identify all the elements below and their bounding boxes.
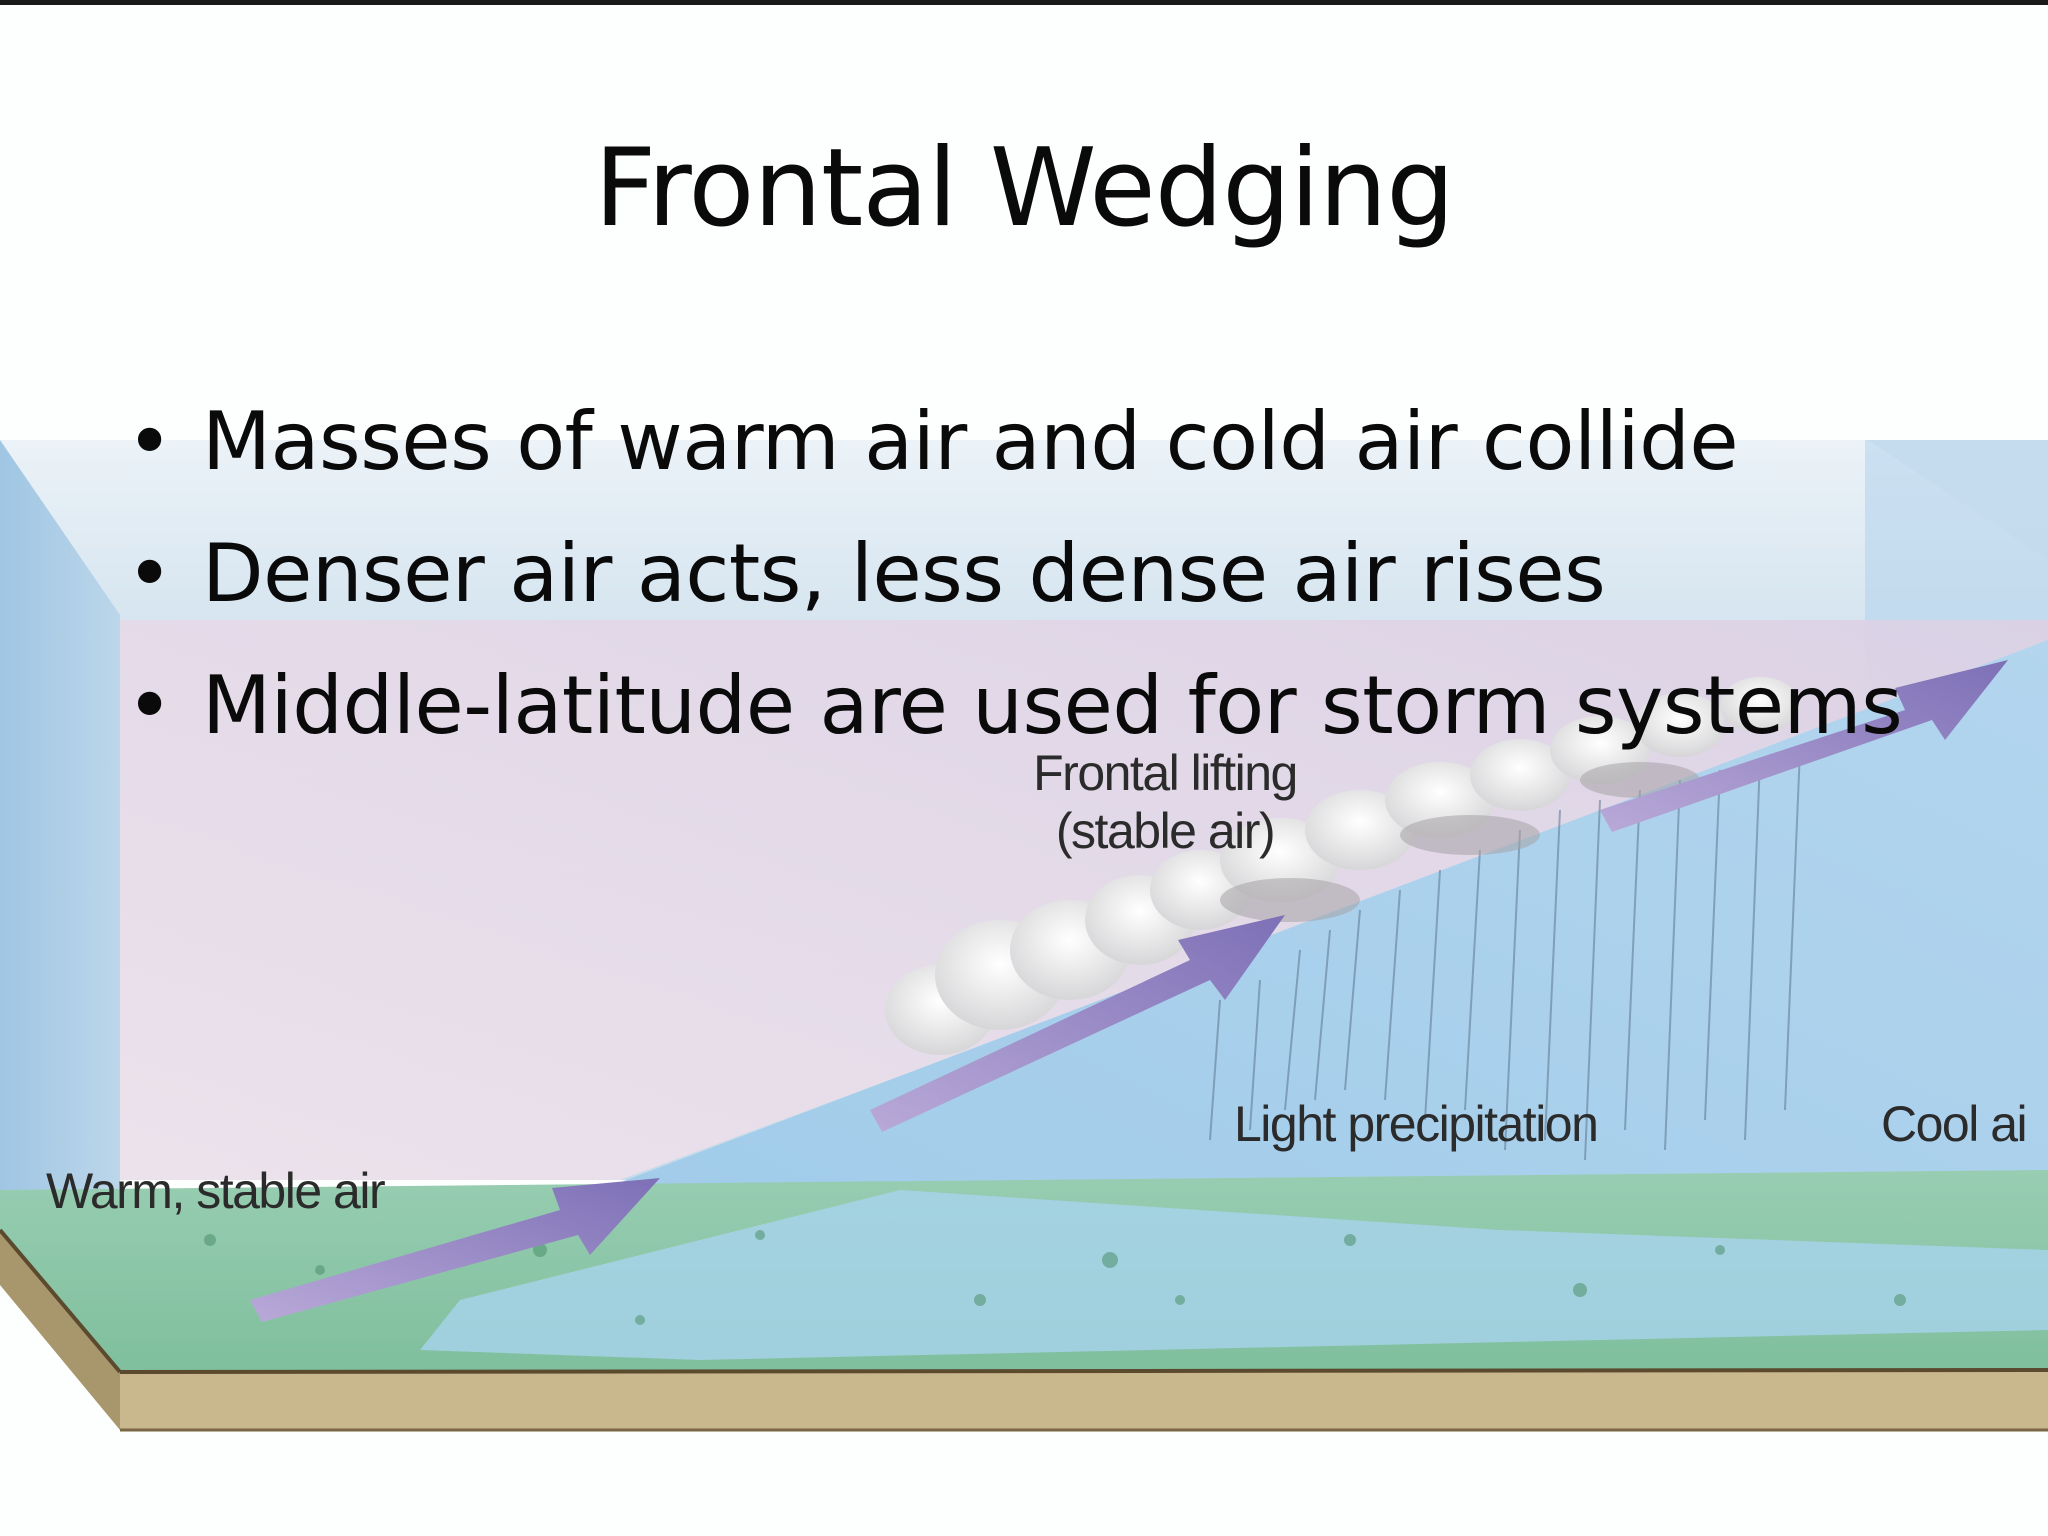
bullet-item: • Denser air acts, less dense air rises: [122, 508, 1902, 640]
slide-title: Frontal Wedging: [594, 126, 1455, 251]
bullet-item: • Masses of warm air and cold air collide: [122, 376, 1902, 508]
bullet-text: Middle-latitude are used for storm syste…: [202, 659, 1903, 752]
bullet-text: Masses of warm air and cold air collide: [202, 395, 1739, 488]
bullet-list: • Masses of warm air and cold air collide…: [122, 376, 1903, 772]
top-border: [0, 0, 2048, 5]
ground-vegetation-specks: [204, 1230, 1906, 1325]
rising-air-arrows: [250, 660, 2008, 1322]
cold-air-wedge: [600, 640, 2048, 1320]
bullet-dot: •: [126, 395, 173, 488]
bullet-item: • Middle-latitude are used for storm syst…: [122, 640, 1903, 772]
label-frontal-lifting-line1: Frontal lifting: [1033, 745, 1298, 801]
label-cool-air: Cool ai: [1881, 1096, 2028, 1152]
soil-top-edge: [119, 1368, 2048, 1374]
label-frontal-lifting-line2: (stable air): [1055, 802, 1276, 859]
soil-front-face: [120, 1372, 2048, 1430]
block-top-face: [0, 440, 2048, 620]
ground-water: [420, 1190, 2048, 1360]
arrow-upper: [1600, 660, 2008, 832]
bullet-dot: •: [126, 527, 173, 620]
rain-streaks: [1209, 749, 1801, 1161]
block-left-wall: [0, 440, 120, 1200]
label-light-precipitation: Light precipitation: [1234, 1096, 1599, 1152]
soil-corner-edge: [0, 1228, 122, 1374]
arrow-lower: [250, 1178, 660, 1322]
arrow-middle: [870, 915, 1285, 1132]
bullet-text: Denser air acts, less dense air rises: [202, 527, 1606, 620]
label-frontal-lifting: Frontal lifting (stable air): [1000, 745, 1330, 860]
soil-left-side: [0, 1230, 120, 1430]
bullet-dot: •: [126, 659, 173, 752]
label-warm-stable-air: Warm, stable air: [46, 1163, 386, 1219]
